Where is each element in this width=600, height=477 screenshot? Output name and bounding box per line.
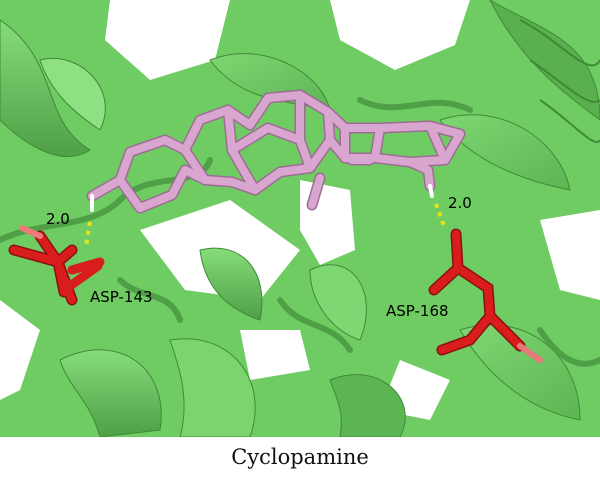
residue-asp-168	[428, 228, 543, 363]
residue-label-asp-143: ASP-143	[90, 288, 153, 306]
protein-ligand-scene	[0, 0, 600, 437]
residue-asp-143	[8, 225, 105, 306]
ligand-cyclopamine	[86, 89, 466, 214]
hbond-distance-left-label: 2.0	[46, 210, 70, 228]
hbond-left	[84, 221, 92, 247]
hbond-right	[434, 203, 446, 227]
residue-label-asp-168: ASP-168	[386, 302, 449, 320]
protein-cartoon	[0, 0, 600, 437]
figure-caption: Cyclopamine	[231, 445, 369, 469]
hbond-distance-right-label: 2.0	[448, 194, 472, 212]
